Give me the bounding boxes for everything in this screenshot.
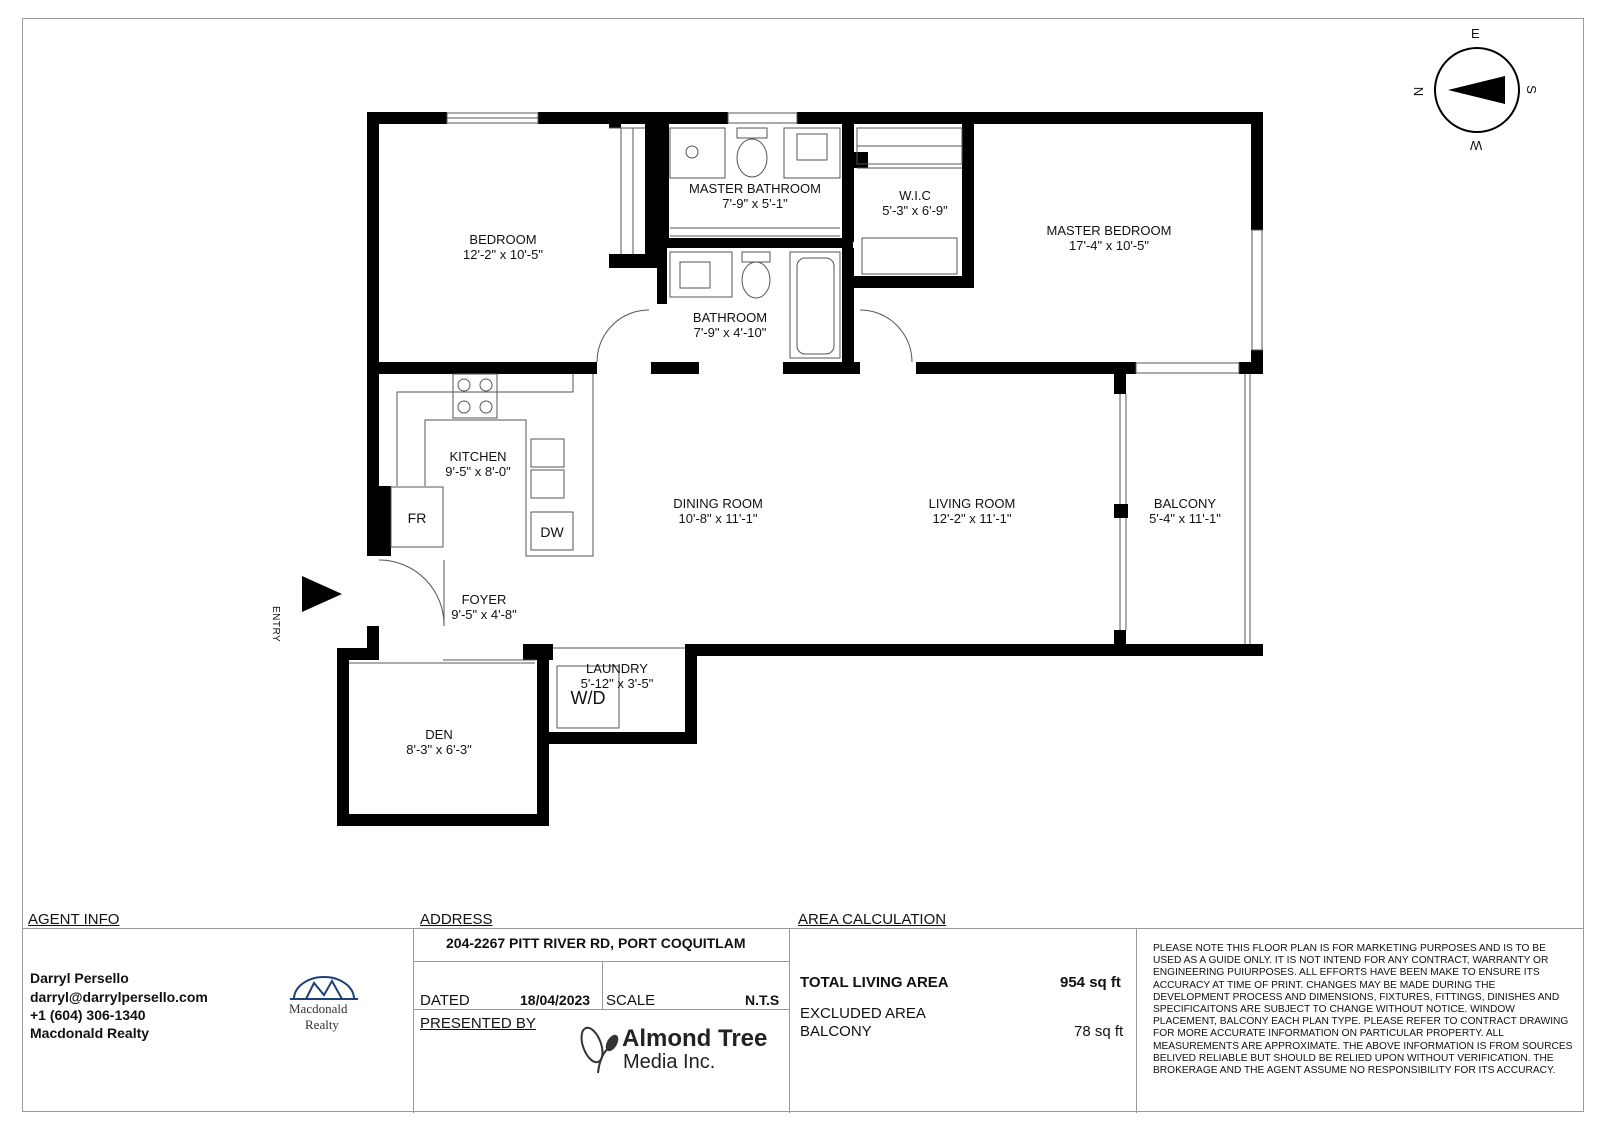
presenter-name-2: Media Inc. — [623, 1051, 716, 1073]
balcony-area-value: 78 sq ft — [1074, 1023, 1124, 1040]
balcony-area-label: BALCONY — [800, 1023, 872, 1040]
area-calculation-panel: AREA CALCULATION TOTAL LIVING AREA 954 s… — [790, 911, 1137, 1113]
macdonald-realty-logo-icon — [290, 976, 358, 1000]
address-value: 204-2267 PITT RIVER RD, PORT COQUITLAM — [446, 935, 746, 951]
macdonald-logo-text-2: Realty — [305, 1017, 339, 1032]
compass-north-label: N — [1411, 86, 1427, 97]
plan-details — [349, 112, 1263, 729]
dishwasher-label: DW — [540, 524, 564, 540]
address-heading: ADDRESS — [420, 911, 493, 928]
excluded-area-label: EXCLUDED AREA — [800, 1005, 926, 1022]
presenter-name-1: Almond Tree — [622, 1025, 768, 1052]
macdonald-logo-text-1: Macdonald — [289, 1001, 348, 1016]
entry-label: ENTRY — [270, 606, 281, 643]
scale-label: SCALE — [606, 992, 656, 1009]
disclaimer-text: PLEASE NOTE THIS FLOOR PLAN IS FOR MARKE… — [1153, 943, 1573, 1077]
agent-phone[interactable]: +1 (604) 306-1340 — [30, 1007, 146, 1023]
total-living-area-value: 954 sq ft — [1060, 974, 1121, 991]
agent-info-panel: AGENT INFO Darryl Persello darryl@darryl… — [22, 911, 414, 1113]
total-living-area-label: TOTAL LIVING AREA — [800, 974, 949, 991]
almond-tree-logo-icon — [580, 1026, 619, 1074]
floor-plan-drawing — [302, 47, 1520, 826]
fridge-label: FR — [407, 510, 427, 526]
compass-west-label: W — [1470, 138, 1483, 153]
disclaimer-panel: PLEASE NOTE THIS FLOOR PLAN IS FOR MARKE… — [1137, 929, 1584, 1113]
compass-south-label: S — [1523, 85, 1539, 94]
agent-email[interactable]: darryl@darrylpersello.com — [30, 989, 208, 1005]
scale-value: N.T.S — [745, 992, 780, 1008]
floor-plan-sheet — [22, 18, 1584, 1112]
dated-value: 18/04/2023 — [520, 992, 591, 1008]
agent-name: Darryl Persello — [30, 970, 129, 986]
compass-icon — [1434, 47, 1520, 133]
walls — [337, 112, 1263, 826]
agent-info-heading: AGENT INFO — [28, 911, 120, 928]
dated-label: DATED — [420, 992, 470, 1009]
address-panel: ADDRESS 204-2267 PITT RIVER RD, PORT COQ… — [414, 911, 790, 1113]
area-heading: AREA CALCULATION — [798, 911, 947, 928]
presented-by-heading: PRESENTED BY — [420, 1015, 536, 1032]
title-block: AGENT INFO Darryl Persello darryl@darryl… — [22, 911, 1584, 1113]
compass-east-label: E — [1471, 26, 1480, 41]
entry-arrow-icon — [302, 576, 342, 612]
washer-dryer-label: W/D — [570, 688, 606, 708]
agent-company: Macdonald Realty — [30, 1025, 150, 1041]
